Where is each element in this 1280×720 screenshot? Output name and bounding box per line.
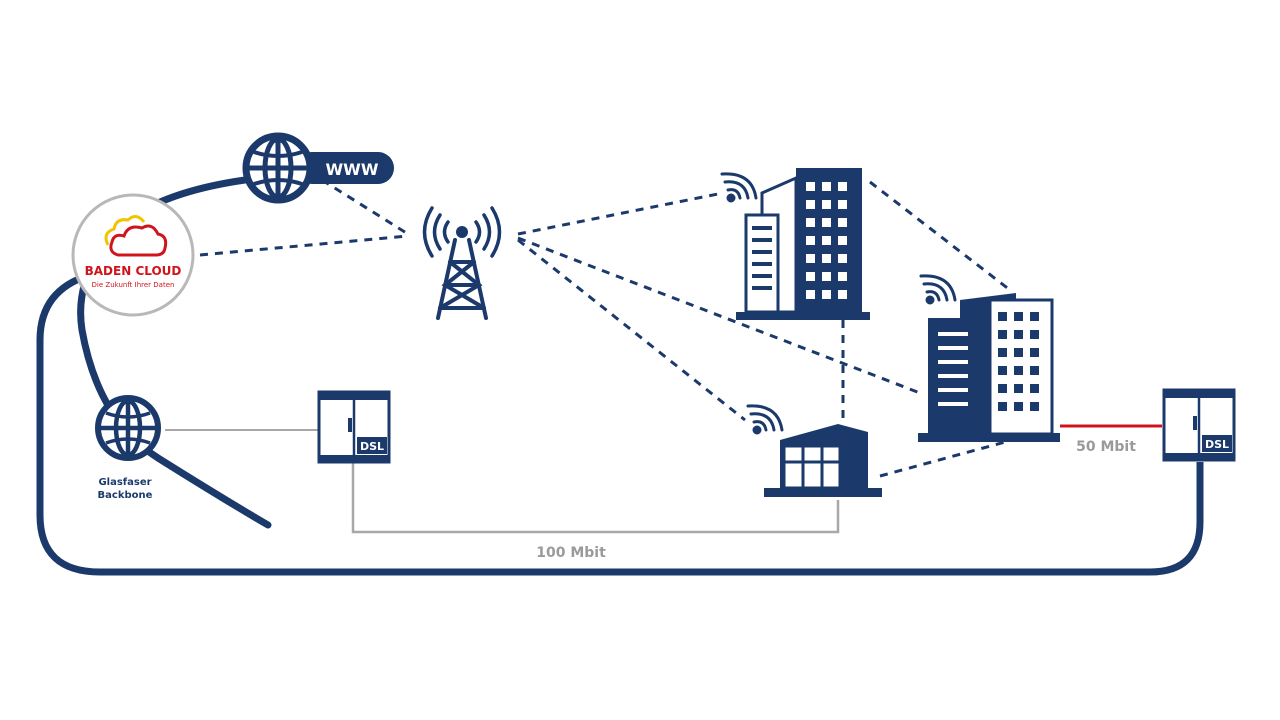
- www-bar: [296, 152, 394, 184]
- www-node: WWW: [242, 132, 394, 204]
- tower-wave-icon: [422, 206, 502, 258]
- backbone-globe-icon: [95, 395, 161, 461]
- cloud-icon: [104, 215, 168, 257]
- speed-label-100mbit: 100 Mbit: [536, 545, 606, 561]
- logo-tagline: Die Zukunft Ihrer Daten: [92, 281, 175, 289]
- office-tower-top: [720, 168, 870, 320]
- office-tower-right: [918, 274, 1060, 442]
- radio-tower: [422, 206, 502, 320]
- speed-label-50mbit: 50 Mbit: [1076, 439, 1136, 455]
- dsl-box-right: DSL: [1162, 388, 1236, 462]
- wifi-icon: [720, 172, 758, 203]
- wireless-links: [199, 178, 1021, 478]
- www-label: WWW: [326, 160, 379, 179]
- dsl-label-right: DSL: [1205, 438, 1229, 451]
- fiber-100mbit-line: [351, 462, 840, 534]
- office-building-low: [746, 404, 882, 497]
- tower-icon: [436, 238, 488, 320]
- backbone-label-line1: Glasfaser: [98, 477, 151, 488]
- dsl-box-left: DSL: [317, 390, 391, 464]
- baden-cloud-logo: BADEN CLOUD Die Zukunft Ihrer Daten: [71, 193, 195, 317]
- wifi-icon: [746, 404, 784, 435]
- backbone-label-line2: Backbone: [98, 490, 153, 501]
- logo-name: BADEN CLOUD: [85, 264, 182, 278]
- globe-icon: [242, 132, 314, 204]
- wifi-icon: [919, 274, 957, 305]
- dsl-label-left: DSL: [360, 440, 384, 453]
- outer-fiber-loop: [36, 271, 1204, 576]
- backbone-node: Glasfaser Backbone: [95, 395, 161, 501]
